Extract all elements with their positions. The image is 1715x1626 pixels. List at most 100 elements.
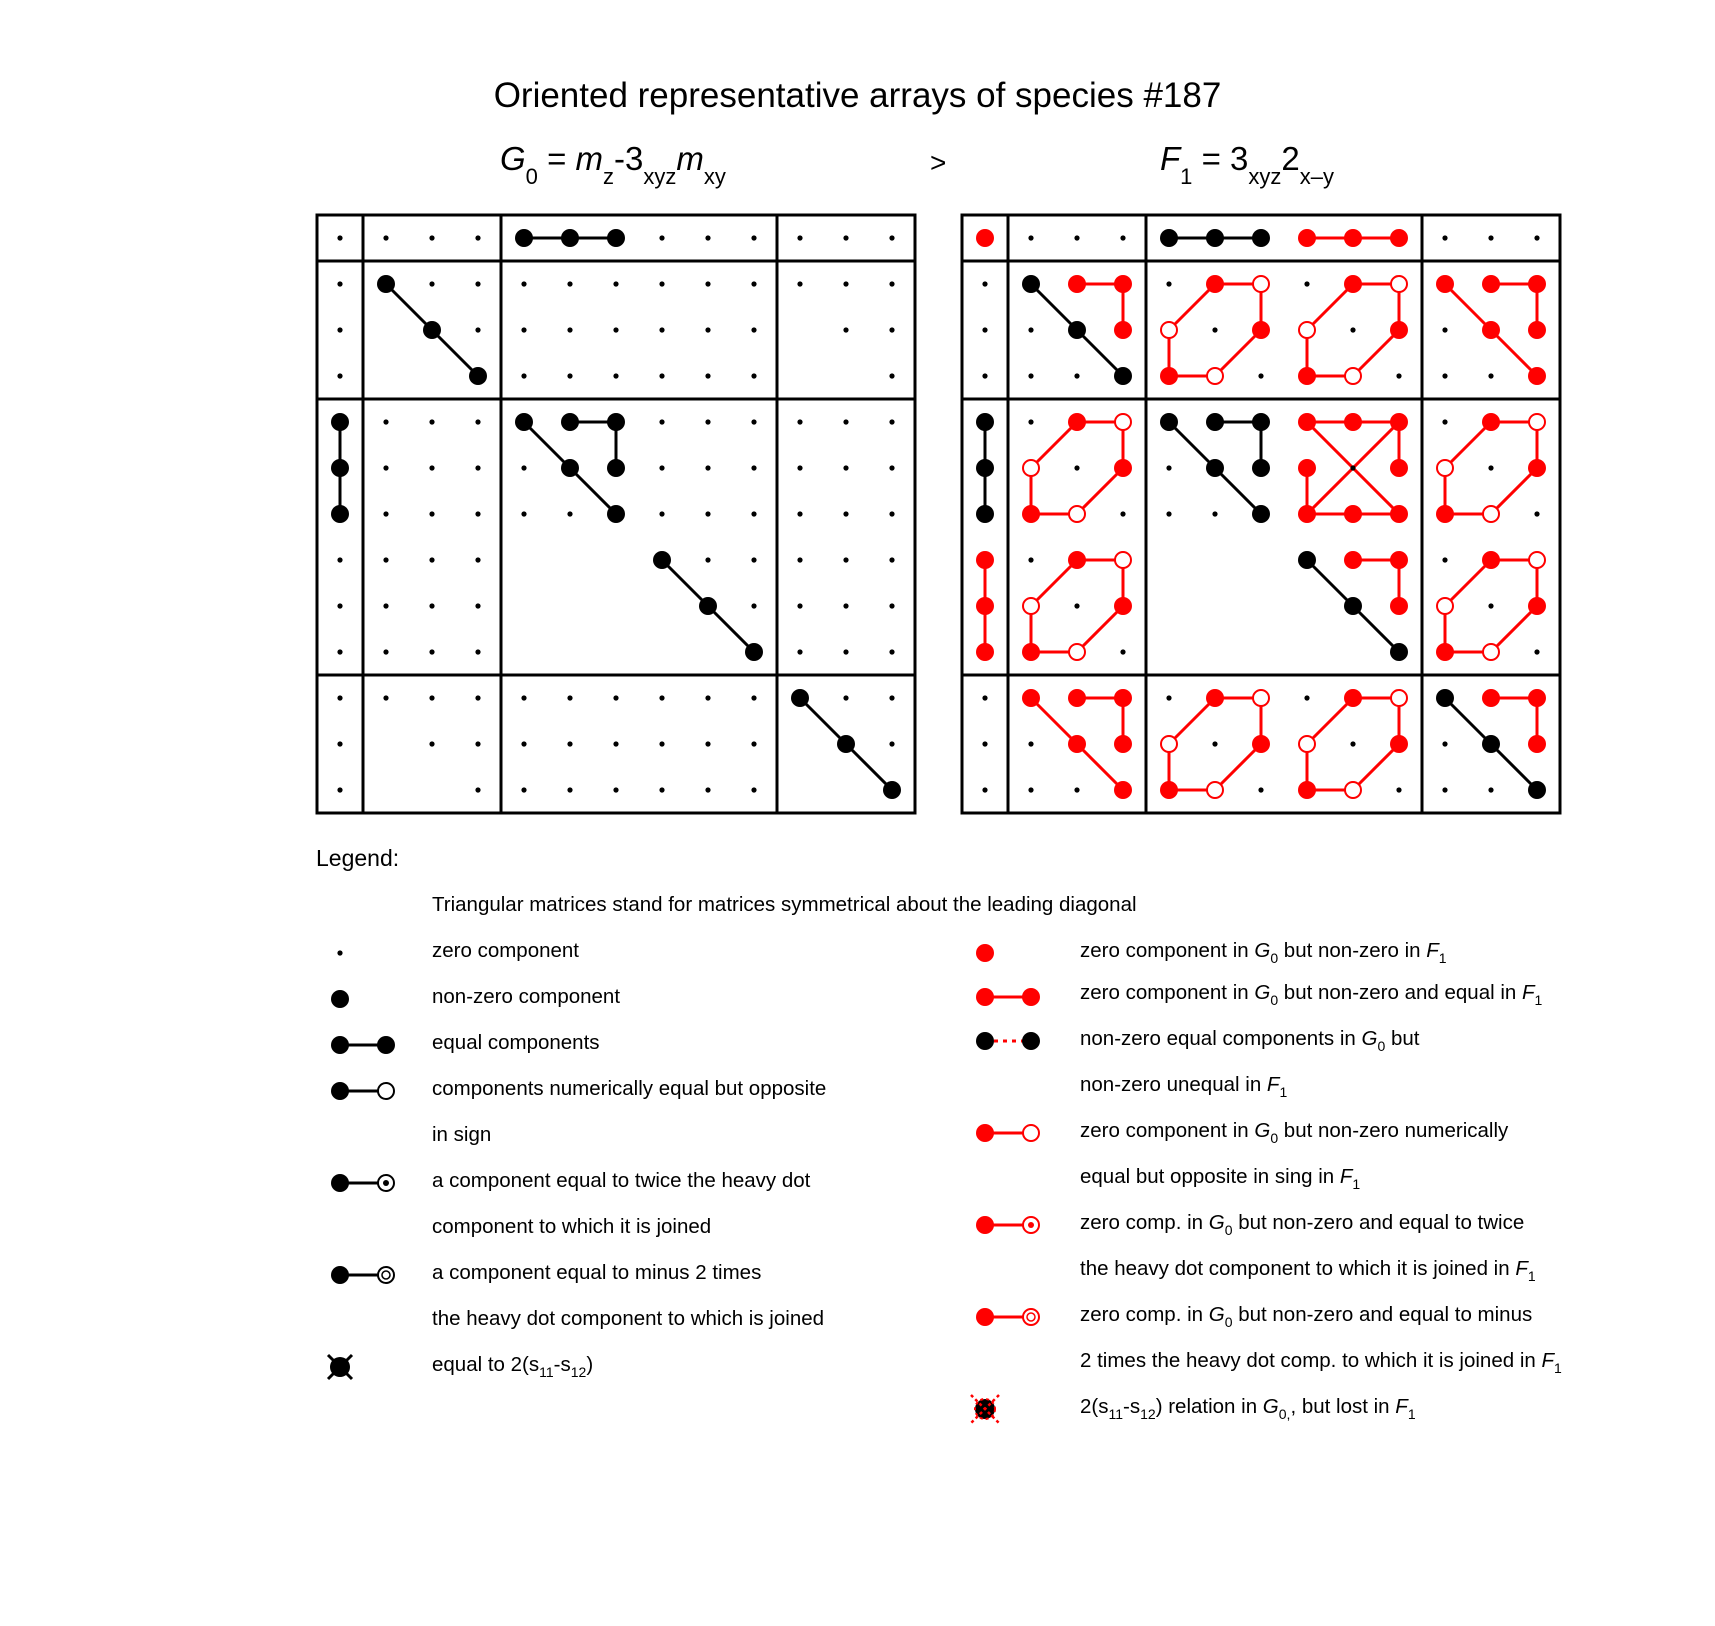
- zero-component-dot: [889, 741, 895, 747]
- legend-lost-equal-symbol-dot: [1022, 1032, 1040, 1050]
- zero-component-dot: [567, 695, 573, 701]
- left-link-line: [706, 604, 756, 654]
- legend-nonzero-label: non-zero component: [432, 985, 621, 1008]
- zero-component-dot: [383, 695, 389, 701]
- zero-component-dot: [751, 557, 757, 563]
- component-dot: [699, 597, 717, 615]
- zero-component-dot: [567, 787, 573, 793]
- legend-twice-symbol-center: [383, 1180, 389, 1186]
- zero-component-dot: [751, 373, 757, 379]
- legend-opposite-label-cont: in sign: [432, 1123, 492, 1146]
- opposite-sign-dot: [1022, 459, 1040, 477]
- right-link-line: [1213, 742, 1263, 792]
- component-dot: [1206, 229, 1224, 247]
- legend-red-zero-label: zero component in G0 but non-zero in F1: [1080, 939, 1447, 966]
- legend-red-minus2-label: zero comp. in G0 but non-zero and equal …: [1080, 1303, 1533, 1330]
- right-link-line: [1443, 696, 1493, 746]
- zero-component-dot: [751, 465, 757, 471]
- red-component-dot: [1528, 689, 1546, 707]
- zero-component-dot: [567, 741, 573, 747]
- legend-equal-symbol-dot: [331, 1036, 349, 1054]
- opposite-sign-dot: [1160, 735, 1178, 753]
- right-link-line: [1213, 328, 1263, 378]
- legend-red-minus2-symbol-inner: [1026, 1312, 1036, 1322]
- zero-component-dot: [1120, 511, 1126, 517]
- red-component-dot: [1344, 413, 1362, 431]
- zero-component-dot: [982, 281, 988, 287]
- red-component-dot: [1528, 597, 1546, 615]
- red-component-dot: [1298, 229, 1316, 247]
- red-component-dot: [1068, 275, 1086, 293]
- red-component-dot: [1344, 689, 1362, 707]
- zero-component-dot: [1350, 741, 1356, 747]
- right-link-line: [1305, 282, 1355, 332]
- opposite-sign-dot: [1068, 505, 1086, 523]
- zero-component-dot: [751, 741, 757, 747]
- component-dot: [883, 781, 901, 799]
- zero-component-dot: [475, 235, 481, 241]
- zero-component-dot: [982, 327, 988, 333]
- right-link-line: [1443, 420, 1493, 470]
- legend-s11-symbol-cross: [326, 1353, 354, 1381]
- component-dot: [1252, 413, 1270, 431]
- zero-component-dot: [705, 235, 711, 241]
- zero-component-dot: [521, 281, 527, 287]
- opposite-sign-dot: [1252, 689, 1270, 707]
- opposite-sign-dot: [1252, 275, 1270, 293]
- zero-component-dot: [843, 557, 849, 563]
- red-component-dot: [1482, 321, 1500, 339]
- zero-component-dot: [475, 741, 481, 747]
- zero-component-dot: [1396, 787, 1402, 793]
- zero-component-dot: [1074, 373, 1080, 379]
- zero-component-dot: [475, 603, 481, 609]
- red-component-dot: [1528, 459, 1546, 477]
- zero-component-dot: [1212, 741, 1218, 747]
- red-component-dot: [1160, 781, 1178, 799]
- red-component-dot: [1482, 551, 1500, 569]
- red-component-dot: [1022, 689, 1040, 707]
- right-link-line: [1443, 282, 1493, 332]
- legend-red-equal-symbol-dot: [976, 988, 994, 1006]
- zero-component-dot: [797, 419, 803, 425]
- zero-component-dot: [705, 281, 711, 287]
- legend-red-minus2-label-cont: 2 times the heavy dot comp. to which it …: [1080, 1349, 1562, 1376]
- zero-component-dot: [705, 695, 711, 701]
- zero-component-dot: [383, 235, 389, 241]
- right-link-line: [1351, 604, 1401, 654]
- zero-component-dot: [521, 373, 527, 379]
- red-component-dot: [1206, 689, 1224, 707]
- left-link-line: [384, 282, 434, 332]
- right-link-line: [1167, 696, 1217, 746]
- zero-component-dot: [751, 787, 757, 793]
- opposite-sign-dot: [1390, 275, 1408, 293]
- red-component-dot: [1344, 229, 1362, 247]
- zero-component-dot: [843, 281, 849, 287]
- red-component-dot: [1344, 505, 1362, 523]
- zero-component-dot: [429, 235, 435, 241]
- zero-component-dot: [383, 649, 389, 655]
- left-array-frame: [315, 213, 917, 815]
- zero-component-dot: [751, 419, 757, 425]
- component-dot: [515, 413, 533, 431]
- zero-component-dot: [751, 327, 757, 333]
- legend-minus2-label: a component equal to minus 2 times: [432, 1261, 762, 1284]
- red-component-dot: [1436, 505, 1454, 523]
- red-component-dot: [1390, 413, 1408, 431]
- component-dot: [1252, 459, 1270, 477]
- legend-minus2-label-cont: the heavy dot component to which is join…: [432, 1307, 825, 1330]
- zero-component-dot: [1488, 603, 1494, 609]
- red-component-dot: [1344, 551, 1362, 569]
- zero-component-dot: [337, 281, 343, 287]
- zero-component-dot: [337, 649, 343, 655]
- zero-component-dot: [751, 695, 757, 701]
- component-dot: [423, 321, 441, 339]
- opposite-sign-dot: [1114, 413, 1132, 431]
- zero-component-dot: [751, 511, 757, 517]
- zero-component-dot: [1258, 373, 1264, 379]
- legend-red-twice-symbol-center: [1028, 1222, 1034, 1228]
- zero-component-dot: [1304, 281, 1310, 287]
- component-dot: [1206, 459, 1224, 477]
- zero-component-dot: [613, 373, 619, 379]
- zero-component-dot: [1396, 373, 1402, 379]
